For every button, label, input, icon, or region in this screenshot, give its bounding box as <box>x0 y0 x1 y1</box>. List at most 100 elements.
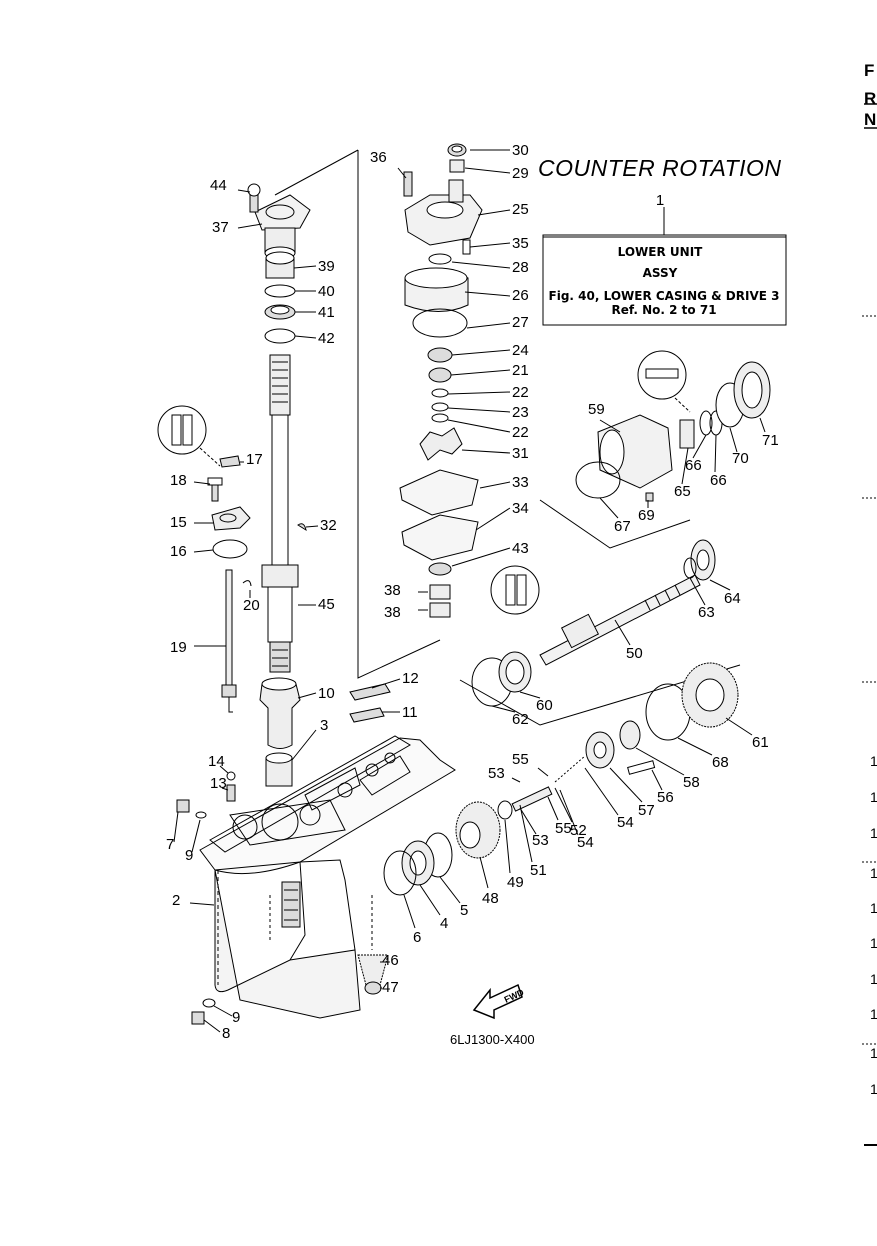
leader-line-c37 <box>237 223 263 229</box>
leader-line-c33 <box>479 481 511 489</box>
locator-inset-middle <box>490 565 540 615</box>
seal-part-29 <box>449 159 465 173</box>
propeller-shaft-part-50 <box>539 574 701 666</box>
callout-c70: 70 <box>732 450 749 467</box>
washer-part-22-b <box>431 413 449 423</box>
callout-c54b: 54 <box>617 814 634 831</box>
leader-line-c32 <box>305 525 319 528</box>
shift-rod-bushing-part-15 <box>207 477 251 531</box>
callout-c51: 51 <box>530 862 547 879</box>
leader-line-c16 <box>193 549 214 553</box>
edge-number-4: 1 <box>870 900 877 916</box>
key-part-32 <box>297 523 307 532</box>
o-ring-part-28 <box>428 253 452 265</box>
seal-part-38-a <box>429 584 451 600</box>
plug-part-13 <box>226 784 236 802</box>
screw-part-8 <box>191 1011 205 1025</box>
callout-c61: 61 <box>752 734 769 751</box>
edge-letter-1: R <box>864 89 876 108</box>
thrust-bearing-part-64 <box>690 539 716 581</box>
leader-line-c53b <box>519 807 537 835</box>
callout-c22b: 22 <box>512 424 529 441</box>
callout-c66b: 66 <box>685 457 702 474</box>
callout-c47: 47 <box>382 979 399 996</box>
o-ring-part-27 <box>412 308 468 338</box>
callout-c41: 41 <box>318 304 335 321</box>
leader-line-c63 <box>689 577 706 606</box>
edge-number-1: 1 <box>870 789 877 805</box>
leader-line-c3 <box>291 729 317 761</box>
ring-nut-part-71 <box>733 361 771 419</box>
leader-line-c5 <box>439 876 461 904</box>
callout-c2: 2 <box>172 892 180 909</box>
callout-c4: 4 <box>440 915 448 932</box>
callout-c22a: 22 <box>512 384 529 401</box>
callout-c64: 64 <box>724 590 741 607</box>
leader-line-c2 <box>189 902 215 906</box>
callout-c36: 36 <box>370 149 387 166</box>
water-pump-housing-part-25 <box>404 179 483 246</box>
callout-c45: 45 <box>318 596 335 613</box>
leader-line-c14 <box>219 765 229 774</box>
screw-part-7 <box>176 799 190 813</box>
leader-line-c71 <box>759 417 766 433</box>
leader-line-c35 <box>469 242 511 248</box>
lower-casing-part-2 <box>199 735 456 1019</box>
callout-c49: 49 <box>507 874 524 891</box>
leader-line-c50 <box>614 619 631 646</box>
leader-line-c53a <box>511 777 521 783</box>
leader-line-c54a <box>559 789 579 836</box>
leader-line-c36 <box>397 167 407 179</box>
oil-seal-part-41 <box>264 304 296 320</box>
callout-c53b: 53 <box>532 832 549 849</box>
callout-c7: 7 <box>166 836 174 853</box>
callout-c65: 65 <box>674 483 691 500</box>
leader-line-c61 <box>725 717 753 736</box>
callout-c67: 67 <box>614 518 631 535</box>
seal-part-21 <box>428 367 452 383</box>
callout-c54a: 54 <box>577 834 594 851</box>
bearing-part-4 <box>401 840 435 886</box>
leader-line-c8 <box>203 1019 221 1033</box>
callout-c39: 39 <box>318 258 335 275</box>
callout-c48: 48 <box>482 890 499 907</box>
callout-c9b: 9 <box>232 1009 240 1026</box>
o-ring-part-67 <box>575 461 621 499</box>
leader-line-c7 <box>173 811 179 843</box>
callout-c27: 27 <box>512 314 529 331</box>
washer-part-40 <box>264 284 296 298</box>
callout-c14: 14 <box>208 753 225 770</box>
leader-line-c6 <box>403 894 416 929</box>
leader-line-c48 <box>479 856 489 889</box>
leader-line-c24 <box>451 349 511 356</box>
leader-line-c64 <box>709 579 731 591</box>
circlip-part-20 <box>242 580 252 587</box>
callout-c9a: 9 <box>185 847 193 864</box>
shift-rod-part-19 <box>221 569 237 713</box>
callout-c63: 63 <box>698 604 715 621</box>
callout-c23: 23 <box>512 404 529 421</box>
callout-c32: 32 <box>320 517 337 534</box>
callout-c50: 50 <box>626 645 643 662</box>
callout-c42: 42 <box>318 330 335 347</box>
callout-c35: 35 <box>512 235 529 252</box>
callout-c20: 20 <box>243 597 260 614</box>
callout-c53a: 53 <box>488 765 505 782</box>
callout-c55b: 55 <box>555 820 572 837</box>
plate-part-12 <box>349 683 391 701</box>
bolt-part-36 <box>403 171 413 197</box>
gasket-part-9-top <box>195 811 207 819</box>
fwd-label: FWD <box>503 987 526 1005</box>
pin-part-56 <box>627 760 656 775</box>
callout-c12: 12 <box>402 670 419 687</box>
leader-line-c52 <box>554 787 573 823</box>
nut-part-47 <box>364 981 382 995</box>
assy-box-line3: Fig. 40, LOWER CASING & DRIVE 3 <box>549 289 780 303</box>
leader-line-c68 <box>677 737 713 756</box>
leader-line-c58 <box>635 747 685 776</box>
callout-c25: 25 <box>512 201 529 218</box>
callout-c44: 44 <box>210 177 227 194</box>
assy-box-line1: LOWER UNIT <box>618 245 704 259</box>
callout-c57: 57 <box>638 802 655 819</box>
